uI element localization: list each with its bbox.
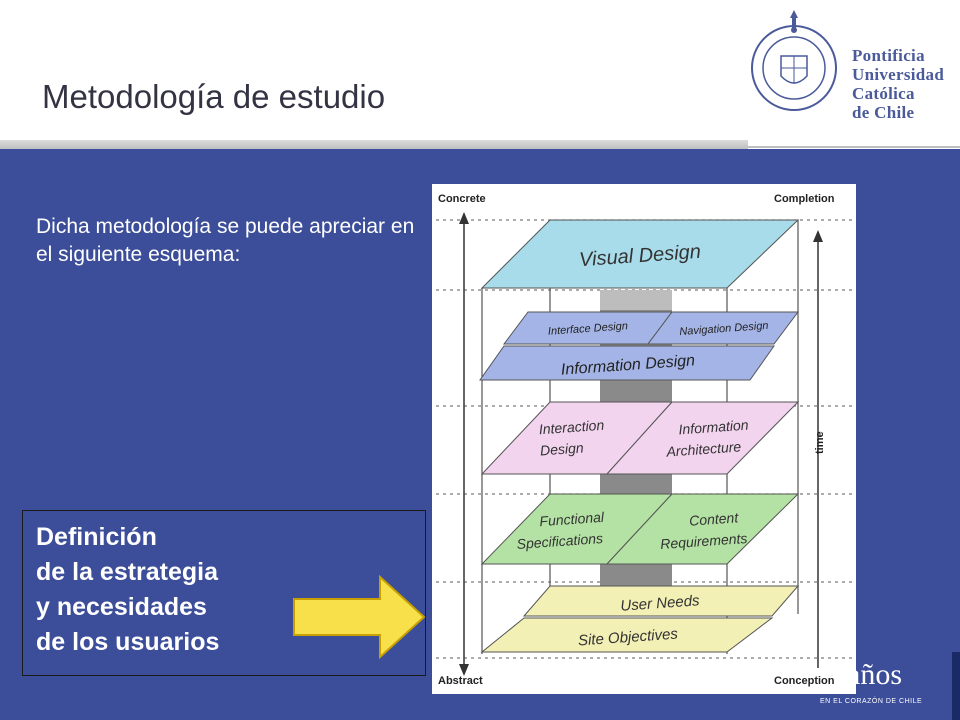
- content-label-2: Requirements: [660, 530, 748, 552]
- header-divider: [0, 140, 748, 149]
- site-objectives-label: Site Objectives: [577, 625, 678, 649]
- logo-line: Católica: [852, 84, 915, 103]
- logo-line: de Chile: [852, 103, 915, 122]
- info-arch-label-1: Information: [678, 417, 749, 438]
- interaction-label-2: Design: [539, 439, 584, 458]
- interface-design-label: Interface Design: [548, 320, 629, 338]
- arrow-right-icon: [293, 575, 426, 659]
- definition-box: [22, 510, 426, 676]
- definition-line: de la estrategia: [36, 558, 219, 586]
- content-requirements-plane: [605, 493, 800, 565]
- definition-line: de los usuarios: [36, 628, 220, 656]
- content-label-1: Content: [689, 509, 740, 528]
- label-conception: Conception: [774, 675, 835, 687]
- user-needs-plane: [522, 585, 800, 617]
- anniversary-tagline: EN EL CORAZÓN DE CHILE: [820, 698, 923, 705]
- interaction-label-1: Interaction: [538, 417, 605, 438]
- logo-line: Universidad: [852, 65, 945, 84]
- information-architecture-plane: [605, 401, 800, 475]
- functional-label-2: Specifications: [516, 530, 603, 552]
- label-completion: Completion: [774, 193, 835, 205]
- university-seal-logo: [751, 10, 837, 111]
- logo-line: Pontificia: [852, 46, 925, 65]
- university-name: Pontificia Universidad Católica de Chile: [852, 46, 944, 122]
- site-objectives-plane: [480, 617, 774, 653]
- functional-label-1: Functional: [539, 509, 605, 530]
- definition-line: y necesidades: [36, 593, 207, 621]
- header-divider-thin: [748, 146, 960, 148]
- navigation-design-plane: [647, 311, 799, 345]
- info-arch-label-2: Architecture: [665, 438, 742, 459]
- label-time: time: [814, 431, 826, 454]
- slide-title: Metodología de estudio: [42, 78, 386, 115]
- visual-design-plane: [480, 219, 800, 289]
- definition-line: Definición: [36, 523, 157, 551]
- intro-text: Dicha metodología se puede apreciar en e…: [36, 215, 415, 266]
- anniversary-mark: 0años: [832, 658, 902, 691]
- definition-text: Definición de la estrategia y necesidade…: [36, 520, 296, 660]
- ux-planes-diagram: Concrete Completion Abstract Conception …: [432, 184, 856, 694]
- information-design-plane: [479, 345, 775, 381]
- corner-accent: [952, 652, 960, 720]
- user-needs-label: User Needs: [620, 592, 701, 615]
- label-concrete: Concrete: [438, 193, 486, 205]
- label-abstract: Abstract: [438, 675, 483, 687]
